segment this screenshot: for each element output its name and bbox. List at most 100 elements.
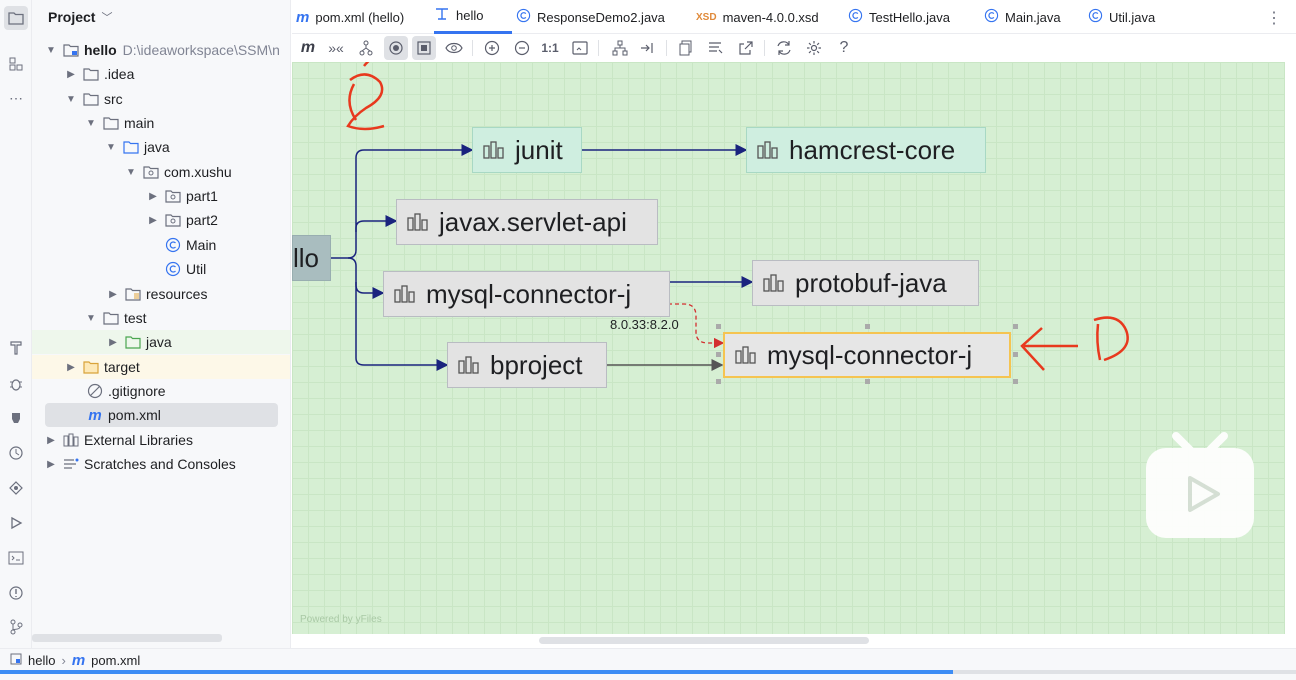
run-tool-icon[interactable] bbox=[4, 511, 28, 535]
tab-responsedemo2[interactable]: ResponseDemo2.java bbox=[516, 0, 665, 34]
tree-item-java[interactable]: ▼ java bbox=[32, 135, 290, 159]
tree-item-label: test bbox=[124, 310, 147, 326]
project-panel-header[interactable]: Project ﹀ bbox=[32, 0, 290, 34]
maven-icon[interactable]: m bbox=[300, 39, 316, 56]
resize-handle[interactable] bbox=[1013, 379, 1018, 384]
tree-item-test-java[interactable]: ▶ java bbox=[32, 330, 290, 354]
diagram-node-mysql-connector-j-selected[interactable]: mysql-connector-j bbox=[723, 332, 1011, 378]
canvas-horizontal-scrollbar[interactable] bbox=[292, 634, 1285, 648]
tree-item-external-libraries[interactable]: ▶ External Libraries bbox=[32, 428, 290, 452]
chevron-down-icon[interactable]: ▼ bbox=[126, 166, 136, 178]
diagram-node-junit[interactable]: junit bbox=[472, 127, 582, 173]
breadcrumb-item[interactable]: pom.xml bbox=[91, 653, 141, 668]
tree-item-pom-xml-row[interactable]: m pom.xml bbox=[32, 403, 290, 427]
zoom-in-icon[interactable] bbox=[480, 36, 504, 60]
project-panel-scrollbar[interactable] bbox=[32, 634, 222, 642]
chevron-down-icon[interactable]: ▼ bbox=[106, 141, 116, 153]
dependency-diagram-canvas[interactable]: llo junit hamcrest-core javax.servlet-ap… bbox=[292, 62, 1285, 634]
class-icon bbox=[516, 8, 531, 26]
services-tool-icon[interactable] bbox=[4, 406, 28, 430]
diagram-node-mysql-connector-j[interactable]: mysql-connector-j bbox=[383, 271, 670, 317]
endpoints-tool-icon[interactable] bbox=[4, 476, 28, 500]
tree-item-label: Util bbox=[186, 261, 207, 277]
actual-size-button[interactable]: 1:1 bbox=[541, 41, 559, 55]
tree-item-main[interactable]: ▼ main bbox=[32, 111, 290, 135]
chevron-down-icon[interactable]: ▼ bbox=[66, 93, 76, 105]
diagram-node-bproject[interactable]: bproject bbox=[447, 342, 607, 388]
resize-handle[interactable] bbox=[1013, 324, 1018, 329]
show-conflicts-icon[interactable] bbox=[384, 36, 408, 60]
tab-maven-xsd[interactable]: XSD maven-4.0.0.xsd bbox=[696, 0, 819, 34]
tree-item-resources[interactable]: ▶ resources bbox=[32, 282, 290, 306]
chevron-right-icon[interactable]: ▶ bbox=[47, 458, 55, 470]
structure-tool-icon[interactable] bbox=[4, 52, 28, 76]
tab-pom-xml[interactable]: m pom.xml (hello) bbox=[296, 0, 404, 34]
terminal-tool-icon[interactable] bbox=[4, 546, 28, 570]
tree-item-src[interactable]: ▼ src bbox=[32, 87, 290, 111]
gear-icon[interactable] bbox=[802, 36, 826, 60]
more-tabs-icon[interactable]: ⋮ bbox=[1266, 10, 1282, 27]
profiler-tool-icon[interactable] bbox=[4, 441, 28, 465]
tab-label: maven-4.0.0.xsd bbox=[722, 9, 819, 25]
tree-item-gitignore[interactable]: .gitignore bbox=[32, 379, 290, 403]
tree-item-part1[interactable]: ▶ part1 bbox=[32, 184, 290, 208]
canvas-vertical-scrollbar[interactable] bbox=[1285, 62, 1296, 634]
select-all-icon[interactable] bbox=[412, 36, 436, 60]
breadcrumb-item[interactable]: hello bbox=[28, 653, 56, 668]
resize-handle[interactable] bbox=[865, 379, 870, 384]
apply-layout-icon[interactable] bbox=[636, 36, 660, 60]
layout-icon[interactable] bbox=[608, 36, 632, 60]
scroll-thumb[interactable] bbox=[539, 637, 869, 644]
problems-tool-icon[interactable] bbox=[4, 581, 28, 605]
chevron-right-icon[interactable]: ▶ bbox=[67, 361, 75, 373]
maven-icon: m bbox=[88, 406, 102, 424]
resize-handle[interactable] bbox=[716, 352, 721, 357]
tree-item-hello[interactable]: ▼ hello D:\ideaworkspace\SSM\n bbox=[32, 38, 290, 62]
resize-handle[interactable] bbox=[865, 324, 870, 329]
tab-testhello[interactable]: TestHello.java bbox=[848, 0, 950, 34]
tab-main-java[interactable]: Main.java bbox=[984, 0, 1061, 34]
tree-item-test[interactable]: ▼ test bbox=[32, 306, 290, 330]
eye-icon[interactable] bbox=[442, 36, 466, 60]
fit-content-icon[interactable] bbox=[568, 36, 592, 60]
tab-hello[interactable]: hello bbox=[434, 0, 512, 34]
tree-item-util-class[interactable]: Util bbox=[32, 257, 290, 281]
chevron-right-icon[interactable]: ▶ bbox=[149, 214, 157, 226]
chevron-right-icon[interactable]: ▶ bbox=[47, 434, 55, 446]
tree-item-target[interactable]: ▶ target bbox=[32, 355, 290, 379]
tree-item-main-class[interactable]: Main bbox=[32, 233, 290, 257]
chevron-right-icon[interactable]: ▶ bbox=[149, 190, 157, 202]
zoom-out-icon[interactable] bbox=[510, 36, 534, 60]
maven-tool-icon[interactable] bbox=[4, 336, 28, 360]
chevron-down-icon[interactable]: ▼ bbox=[86, 312, 96, 324]
chevron-down-icon[interactable]: ▼ bbox=[46, 44, 56, 56]
copy-icon[interactable] bbox=[674, 36, 698, 60]
chevron-right-icon[interactable]: ▶ bbox=[109, 288, 117, 300]
tree-item-scratches[interactable]: ▶ Scratches and Consoles bbox=[32, 452, 290, 476]
project-tool-icon[interactable] bbox=[4, 6, 28, 30]
resize-handle[interactable] bbox=[716, 324, 721, 329]
resize-handle[interactable] bbox=[716, 379, 721, 384]
help-button[interactable]: ? bbox=[839, 39, 849, 56]
chevron-right-icon[interactable]: ▶ bbox=[67, 68, 75, 80]
resize-handle[interactable] bbox=[1013, 352, 1018, 357]
refresh-icon[interactable] bbox=[772, 36, 796, 60]
chevron-right-icon[interactable]: ▶ bbox=[109, 336, 117, 348]
tree-item-com-xushu[interactable]: ▼ com.xushu bbox=[32, 160, 290, 184]
double-chevron-icon[interactable]: »« bbox=[328, 40, 344, 56]
chevron-down-icon[interactable]: ﹀ bbox=[101, 12, 113, 24]
git-tool-icon[interactable] bbox=[4, 615, 28, 639]
dependency-tree-icon[interactable] bbox=[354, 36, 378, 60]
diagram-node-javax-servlet-api[interactable]: javax.servlet-api bbox=[396, 199, 658, 245]
diagram-node-hamcrest-core[interactable]: hamcrest-core bbox=[746, 127, 986, 173]
tree-item-part2[interactable]: ▶ part2 bbox=[32, 208, 290, 232]
edge-style-icon[interactable] bbox=[704, 36, 728, 60]
more-tools-icon[interactable]: ⋯ bbox=[9, 89, 23, 106]
export-icon[interactable] bbox=[734, 36, 758, 60]
tab-util-java[interactable]: Util.java bbox=[1088, 0, 1155, 34]
tree-item-idea[interactable]: ▶ .idea bbox=[32, 62, 290, 86]
diagram-node-protobuf-java[interactable]: protobuf-java bbox=[752, 260, 979, 306]
debug-tool-icon[interactable] bbox=[4, 372, 28, 396]
chevron-down-icon[interactable]: ▼ bbox=[86, 117, 96, 129]
diagram-node-hello[interactable]: llo bbox=[292, 235, 331, 281]
